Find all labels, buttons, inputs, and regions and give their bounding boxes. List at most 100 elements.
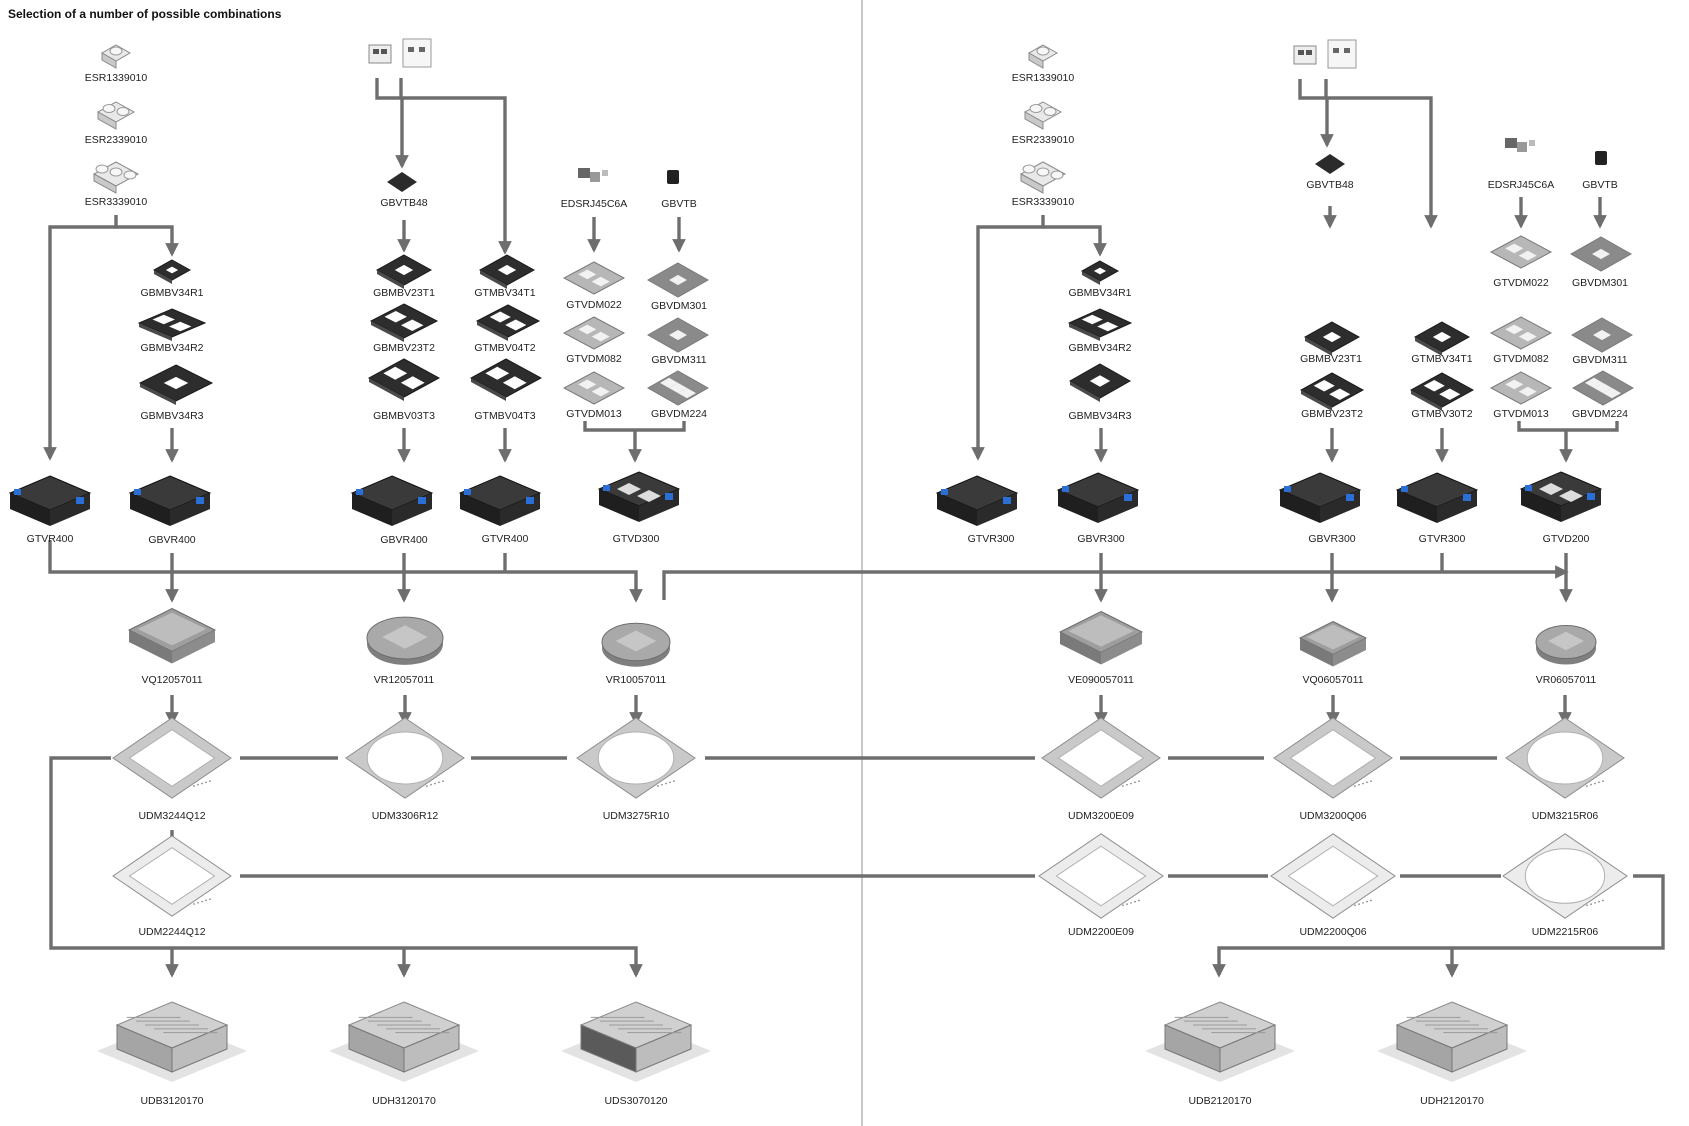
product-label: UDM2215R06 bbox=[1532, 926, 1599, 938]
floor-box-icon bbox=[1056, 472, 1140, 523]
mounting-frame-icon bbox=[152, 259, 192, 284]
diagram-title: Selection of a number of possible combin… bbox=[8, 7, 282, 21]
connector-line bbox=[583, 421, 686, 432]
floor-cover-icon bbox=[1298, 620, 1368, 667]
floor-cover-icon bbox=[1058, 610, 1144, 665]
product-label: ESR1339010 bbox=[85, 72, 148, 84]
mounting-frame-icon bbox=[367, 358, 441, 401]
network-module-icon bbox=[1505, 138, 1535, 152]
socket-outlet-icon bbox=[92, 161, 140, 194]
cover-plate-icon bbox=[1315, 154, 1345, 174]
product-label: GTVDM022 bbox=[1493, 277, 1549, 289]
product-label: GTVR300 bbox=[1419, 533, 1466, 545]
product-label: UDS3070120 bbox=[604, 1095, 667, 1107]
mounting-frame-icon bbox=[1068, 363, 1132, 402]
insert-plate-icon bbox=[646, 317, 710, 353]
product-label: GTVDM082 bbox=[1493, 353, 1549, 365]
socket-outlet-icon bbox=[100, 44, 132, 69]
mounting-frame-icon bbox=[138, 364, 214, 405]
network-module-icon bbox=[578, 168, 608, 182]
product-label: UDM3244Q12 bbox=[138, 810, 205, 822]
floor-box-icon bbox=[128, 475, 212, 526]
product-label: VR06057011 bbox=[1536, 674, 1597, 686]
floor-box-icon bbox=[350, 475, 434, 526]
product-label: GBVR400 bbox=[148, 534, 195, 546]
product-label: UDM3275R10 bbox=[603, 810, 670, 822]
product-label: ESR2339010 bbox=[85, 134, 148, 146]
product-label: UDM3200Q06 bbox=[1299, 810, 1366, 822]
product-label: GTVR400 bbox=[482, 533, 529, 545]
product-label: VR12057011 bbox=[374, 674, 435, 686]
floor-box-icon bbox=[1278, 472, 1362, 523]
floor-box-icon bbox=[1519, 471, 1603, 522]
product-label: GTVDM082 bbox=[566, 353, 622, 365]
mounting-frame-icon bbox=[1299, 372, 1365, 411]
product-label: GTMBV30T2 bbox=[1411, 408, 1472, 420]
levelling-plate-icon bbox=[112, 835, 232, 917]
levelling-plate-icon bbox=[1270, 833, 1396, 919]
product-label: UDH2120170 bbox=[1420, 1095, 1484, 1107]
product-label: GBVR400 bbox=[380, 534, 427, 546]
product-label: GBVTB48 bbox=[380, 197, 427, 209]
insert-plate-icon bbox=[646, 370, 710, 406]
connector-arrow bbox=[375, 78, 512, 255]
product-label: GBVR300 bbox=[1077, 533, 1124, 545]
mounting-frame-icon bbox=[369, 303, 439, 342]
levelling-plate-icon bbox=[1041, 717, 1161, 799]
terminal-block-icon bbox=[1595, 151, 1607, 165]
product-label: GTVR300 bbox=[968, 533, 1015, 545]
installation-housing-icon bbox=[561, 1001, 711, 1082]
connector-arrow bbox=[1043, 225, 1107, 257]
insert-plate-icon bbox=[562, 371, 626, 405]
product-label: UDM3215R06 bbox=[1532, 810, 1599, 822]
product-label: GBMBV23T1 bbox=[1300, 353, 1362, 365]
connector-line bbox=[1517, 421, 1619, 432]
product-label: GBVDM301 bbox=[651, 300, 707, 312]
product-label: GTVR400 bbox=[27, 533, 74, 545]
round-floor-cover-icon bbox=[601, 622, 671, 667]
product-label: EDSRJ45C6A bbox=[561, 198, 628, 210]
installation-housing-icon bbox=[329, 1001, 479, 1082]
product-label: GBVR300 bbox=[1308, 533, 1355, 545]
product-label: GBMBV23T2 bbox=[1301, 408, 1363, 420]
mounting-frame-icon bbox=[1409, 372, 1475, 411]
floor-box-icon bbox=[458, 475, 542, 526]
insert-plate-icon bbox=[1489, 371, 1553, 405]
mounting-frame-icon bbox=[1413, 321, 1471, 356]
connector-arrow bbox=[1212, 874, 1665, 978]
product-label: GTVD200 bbox=[1543, 533, 1590, 545]
connector-arrow bbox=[971, 215, 1045, 461]
connector-arrow bbox=[116, 225, 179, 257]
levelling-plate-icon bbox=[112, 717, 232, 799]
product-label: UDB2120170 bbox=[1188, 1095, 1251, 1107]
product-label: ESR1339010 bbox=[1012, 72, 1075, 84]
socket-outlet-icon bbox=[1027, 44, 1059, 69]
installation-housing-icon bbox=[1377, 1001, 1527, 1082]
floor-box-icon bbox=[597, 471, 681, 522]
connector-arrow bbox=[48, 540, 643, 603]
mounting-frame-icon bbox=[469, 358, 543, 401]
product-label: GTVDM022 bbox=[566, 299, 622, 311]
cover-plate-icon bbox=[387, 172, 417, 192]
mounting-frame-icon bbox=[375, 254, 433, 289]
product-label: GBMBV03T3 bbox=[373, 410, 435, 422]
product-label: VE090057011 bbox=[1068, 674, 1134, 686]
product-label: GBMBV34R2 bbox=[140, 342, 203, 354]
product-label: GTVDM013 bbox=[1493, 408, 1549, 420]
product-label: GBMBV23T2 bbox=[373, 342, 435, 354]
product-label: GBVTB bbox=[661, 198, 697, 210]
product-label: UDH3120170 bbox=[372, 1095, 436, 1107]
mounting-frame-icon bbox=[478, 254, 536, 289]
floor-box-icon bbox=[8, 475, 92, 526]
product-label: GBVTB48 bbox=[1306, 179, 1353, 191]
insert-plate-icon bbox=[562, 261, 626, 295]
installation-housing-icon bbox=[1145, 1001, 1295, 1082]
connector-lines bbox=[43, 78, 1665, 978]
product-label: GBVDM311 bbox=[1572, 354, 1627, 366]
product-label: UDM2200E09 bbox=[1068, 926, 1134, 938]
mounting-frame-icon bbox=[1303, 321, 1361, 356]
mounting-frame-icon bbox=[475, 304, 541, 341]
insert-plate-icon bbox=[646, 262, 710, 298]
insert-plate-icon bbox=[562, 316, 626, 350]
